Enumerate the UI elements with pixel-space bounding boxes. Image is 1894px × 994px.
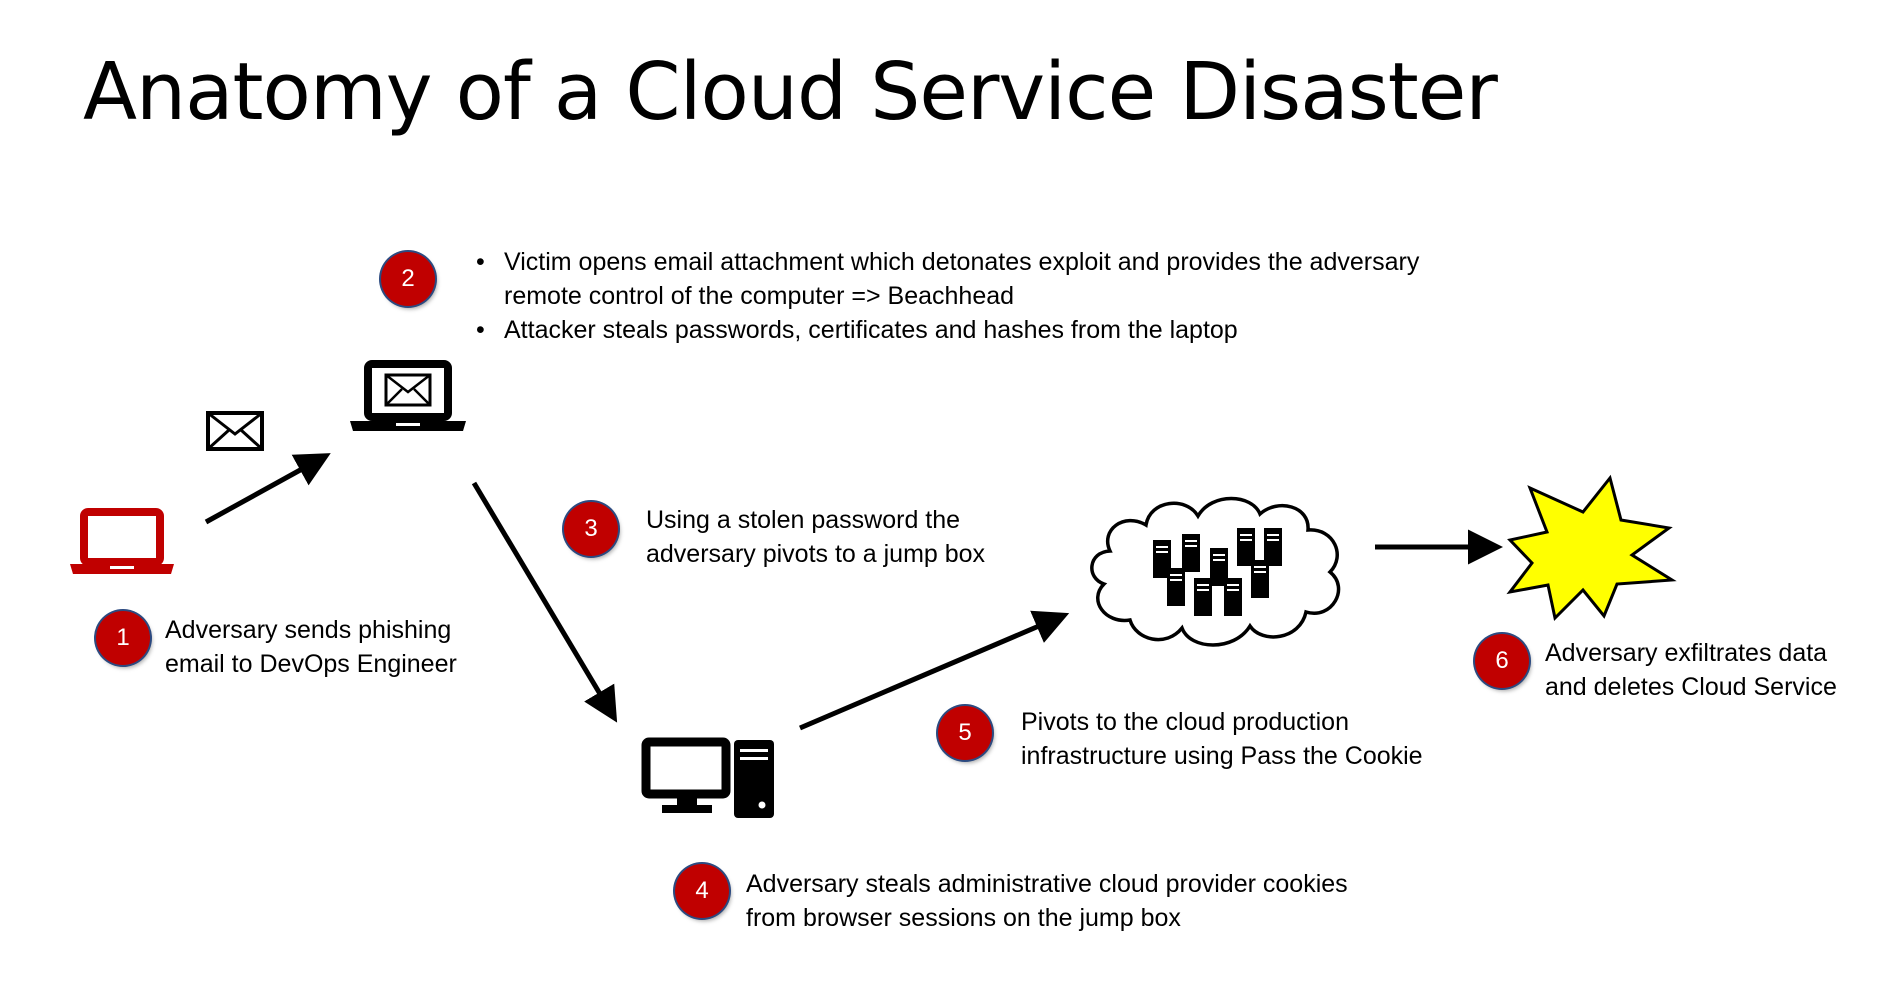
step-1-text: Adversary sends phishing email to DevOps… (165, 613, 457, 681)
step-3-badge: 3 (564, 502, 618, 556)
step-2-bullet-2-line-1: Attacker steals passwords, certificates … (504, 316, 1238, 344)
step-4-line-1: Adversary steals administrative cloud pr… (746, 870, 1348, 898)
step-2-bullet-1-line-1: Victim opens email attachment which deto… (504, 248, 1420, 276)
step-2-bullet-1-line-2: remote control of the computer => Beachh… (504, 282, 1015, 310)
arrow-4-to-cloud (799, 610, 1070, 731)
step-3-line-2: adversary pivots to a jump box (646, 540, 986, 568)
explosion-icon (1506, 474, 1677, 622)
step-2-bullet-list: Victim opens email attachment which deto… (472, 245, 1419, 347)
step-3-text: Using a stolen password the adversary pi… (646, 503, 985, 571)
step-1-number: 1 (116, 624, 130, 651)
step-5-number: 5 (958, 719, 972, 746)
step-4-number: 4 (695, 877, 709, 904)
step-6-number: 6 (1495, 647, 1509, 674)
step-3-line-1: Using a stolen password the (646, 506, 961, 534)
arrow-2-to-4 (471, 481, 618, 723)
step-3-number: 3 (584, 515, 598, 542)
arrow-1-to-2 (204, 453, 331, 525)
step-2-bullet-1: Victim opens email attachment which deto… (472, 245, 1419, 313)
step-2-badge: 2 (381, 252, 435, 306)
laptop-icon (70, 508, 174, 574)
step-4-badge: 4 (675, 864, 729, 918)
step-2-number: 2 (401, 265, 415, 292)
step-4-line-2: from browser sessions on the jump box (746, 904, 1181, 932)
step-1-line-1: Adversary sends phishing (165, 616, 452, 644)
step-6-badge: 6 (1475, 634, 1529, 688)
step-5-text: Pivots to the cloud production infrastru… (1021, 705, 1423, 773)
page-title: Anatomy of a Cloud Service Disaster (83, 46, 1498, 138)
step-5-line-1: Pivots to the cloud production (1021, 708, 1349, 736)
step-1-badge: 1 (96, 611, 150, 665)
step-6-line-2: and deletes Cloud Service (1545, 673, 1837, 701)
step-6-line-1: Adversary exfiltrates data (1545, 639, 1828, 667)
step-1-line-2: email to DevOps Engineer (165, 650, 457, 678)
desktop-computer-icon (641, 737, 774, 818)
step-2-bullet-2: Attacker steals passwords, certificates … (472, 313, 1419, 347)
step-4-text: Adversary steals administrative cloud pr… (746, 867, 1348, 935)
step-6-text: Adversary exfiltrates data and deletes C… (1545, 636, 1837, 704)
step-5-line-2: infrastructure using Pass the Cookie (1021, 742, 1423, 770)
laptop-with-envelope-icon (350, 360, 466, 431)
step-5-badge: 5 (938, 706, 992, 760)
cloud-servers-icon (1090, 496, 1341, 647)
envelope-icon (206, 411, 264, 451)
